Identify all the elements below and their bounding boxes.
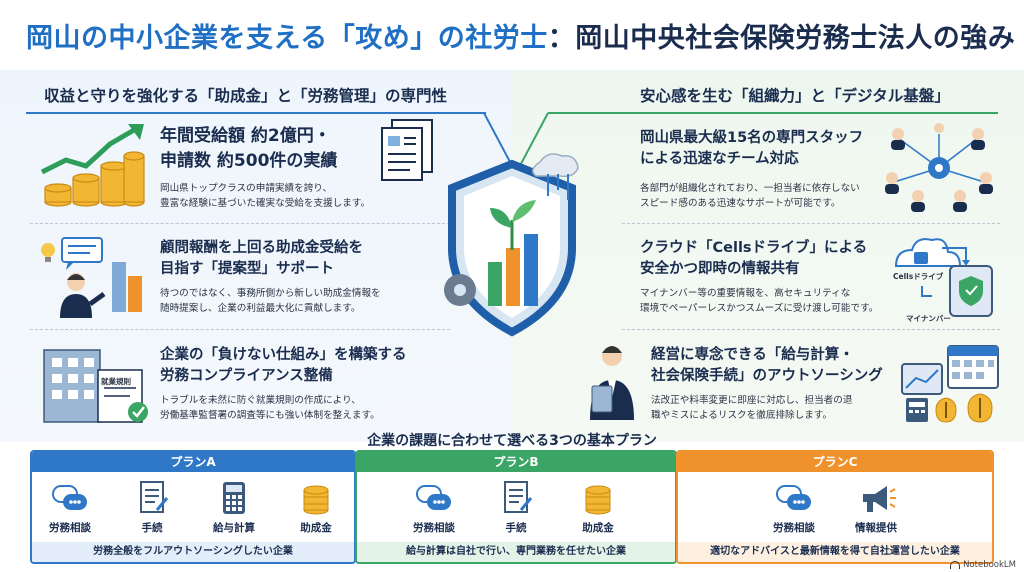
page-title: 岡山の中小企業を支える「攻め」の社労士：岡山中央社会保険労務士法人の強み <box>26 16 1015 55</box>
plan-b-feature: 助成金 <box>568 480 628 535</box>
plan-a-feature-label: 手続 <box>141 522 163 534</box>
document-icon <box>140 481 169 513</box>
documents-icon <box>381 119 433 181</box>
left-item3-desc-line1: トラブルを未然に防ぐ就業規則の作成により、 <box>160 395 361 406</box>
team-network-icon <box>885 123 993 212</box>
plan-b-card[interactable]: プランB 労務相談 手続 助成金 給与計算は自社で行い、専門業務を任せたい企業 <box>355 450 677 564</box>
left-heading: 収益と守りを強化する「助成金」と「労務管理」の専門性 <box>44 87 448 105</box>
document-icon <box>504 481 533 513</box>
left-heading-line <box>26 112 486 114</box>
megaphone-icon <box>863 486 896 512</box>
left-divider-2 <box>30 329 450 330</box>
plan-a-feature: 手続 <box>122 480 182 535</box>
notebooklm-logo-icon <box>950 560 961 569</box>
plan-c-features: 労務相談 情報提供 <box>678 480 992 535</box>
right-item2-desc-line1: マイナンバー等の重要情報を、高セキュリティな <box>640 288 851 299</box>
right-divider-1 <box>622 223 1000 224</box>
plan-c-feature-label: 情報提供 <box>855 522 897 534</box>
right-item1-title-line2: による迅速なチーム対応 <box>640 151 799 167</box>
right-item2-title-line2: 安全かつ即時の情報共有 <box>640 261 800 277</box>
left-item3-desc-line2: 労働基準監督署の調査等にも強い体制を整えます。 <box>160 410 380 421</box>
plan-b-target: 給与計算は自社で行い、専門業務を任せたい企業 <box>357 542 675 562</box>
plan-b-features: 労務相談 手続 助成金 <box>357 480 675 535</box>
plan-a-feature: 助成金 <box>286 480 346 535</box>
right-item2-title-line1: クラウド「Cellsドライブ」による <box>640 240 868 256</box>
left-item2-desc-line1: 待つのではなく、事務所側から新しい助成金情報を <box>160 288 381 299</box>
left-item3-title-line2: 労務コンプライアンス整備 <box>160 368 333 384</box>
left-item1-desc-line2: 豊富な経験に基づいた確実な受給を支援します。 <box>160 198 371 209</box>
mynumber-label: マイナンバー <box>906 314 951 323</box>
plan-b-name: プランB <box>357 452 675 472</box>
payroll-calendar-icon <box>901 345 999 423</box>
right-heading: 安心感を生む「組織力」と「デジタル基盤」 <box>640 87 950 105</box>
calculator-icon <box>223 482 245 514</box>
left-item1-title-line2: 申請数 約500件の実績 <box>160 151 338 171</box>
right-item3-desc-line2: 職やミスによるリスクを徹底排除します。 <box>651 410 833 421</box>
businessman-tablet-icon <box>590 346 634 420</box>
left-item2-desc-line2: 随時提案し、企業の利益最大化に貢献します。 <box>160 303 361 314</box>
credit-label: NotebookLM <box>963 560 1016 570</box>
chat-icon <box>52 485 87 510</box>
plan-c-name: プランC <box>678 452 992 472</box>
left-item1-desc-line1: 岡山県トップクラスの申請実績を誇り、 <box>160 183 333 194</box>
shield-growth-icon <box>444 153 579 337</box>
plan-b-feature: 労務相談 <box>404 480 464 535</box>
coins-icon <box>585 485 611 515</box>
plan-b-feature: 手続 <box>486 480 546 535</box>
plan-a-name: プランA <box>32 452 354 472</box>
coins-icon <box>303 485 329 515</box>
left-item3-title-line1: 企業の「負けない仕組み」を構築する <box>160 347 407 363</box>
plan-b-feature-label: 労務相談 <box>413 522 455 534</box>
plan-a-feature-label: 給与計算 <box>213 522 255 534</box>
plan-a-target: 労務全般をフルアウトソーシングしたい企業 <box>32 542 354 562</box>
right-item1-desc-line2: スピード感のある迅速なサポートが可能です。 <box>640 198 841 209</box>
cloud-drive-label: Cellsドライブ <box>893 272 944 281</box>
right-item1-title-line1: 岡山県最大級15名の専門スタッフ <box>640 130 864 146</box>
plan-a-card[interactable]: プランA 労務相談 手続 給与計算 助成金 労務全般をフルアウトソーシングしたい… <box>30 450 356 564</box>
plan-a-feature-label: 労務相談 <box>49 522 91 534</box>
notebooklm-credit: NotebookLM <box>950 560 1016 570</box>
plan-b-feature-label: 手続 <box>505 522 527 534</box>
right-item3-desc-line1: 法改正や料率変更に即座に対応し、担当者の退 <box>651 395 853 406</box>
plan-a-feature: 給与計算 <box>204 480 264 535</box>
chat-icon <box>776 485 811 510</box>
growth-coins-icon <box>40 124 145 207</box>
chat-icon <box>416 485 451 510</box>
plan-c-feature-label: 労務相談 <box>773 522 815 534</box>
right-item3-title-line2: 社会保険手続」のアウトソーシング <box>651 368 883 384</box>
plan-c-feature: 情報提供 <box>846 480 906 535</box>
cloud-drive-icon <box>894 238 993 317</box>
plan-b-feature-label: 助成金 <box>582 522 614 534</box>
header: 岡山の中小企業を支える「攻め」の社労士：岡山中央社会保険労務士法人の強み <box>0 0 1024 70</box>
title-highlight: 岡山の中小企業を支える「攻め」の社労士 <box>26 22 548 54</box>
left-divider-1 <box>30 223 450 224</box>
building-rules-icon <box>43 349 148 423</box>
plan-c-target: 適切なアドバイスと最新情報を得て自社運営したい企業 <box>678 542 992 562</box>
consultant-icon <box>41 237 142 318</box>
left-item2-title-line1: 顧問報酬を上回る助成金受給を <box>160 240 363 256</box>
plan-a-feature-label: 助成金 <box>300 522 332 534</box>
left-item2-title-line2: 目指す「提案型」サポート <box>160 261 334 277</box>
right-divider-2 <box>622 329 1000 330</box>
left-item1-title-line1: 年間受給額 約2億円・ <box>160 126 331 146</box>
plan-c-card[interactable]: プランC 労務相談 情報提供 適切なアドバイスと最新情報を得て自社運営したい企業 <box>676 450 994 564</box>
rules-doc-label: 就業規則 <box>101 377 131 386</box>
plan-c-feature: 労務相談 <box>764 480 824 535</box>
right-heading-line <box>548 112 998 114</box>
right-item3-title-line1: 経営に専念できる「給与計算・ <box>651 347 854 363</box>
right-item2-desc-line2: 環境でペーパーレスかつスムーズに受け渡し可能です。 <box>640 303 879 314</box>
plan-a-feature: 労務相談 <box>40 480 100 535</box>
title-suffix: ：岡山中央社会保険労務士法人の強み <box>547 22 1016 54</box>
right-item1-desc-line1: 各部門が組織化されており、一担当者に依存しない <box>640 183 860 194</box>
plans-heading: 企業の課題に合わせて選べる3つの基本プラン <box>367 433 657 449</box>
plan-a-features: 労務相談 手続 給与計算 助成金 <box>32 480 354 535</box>
